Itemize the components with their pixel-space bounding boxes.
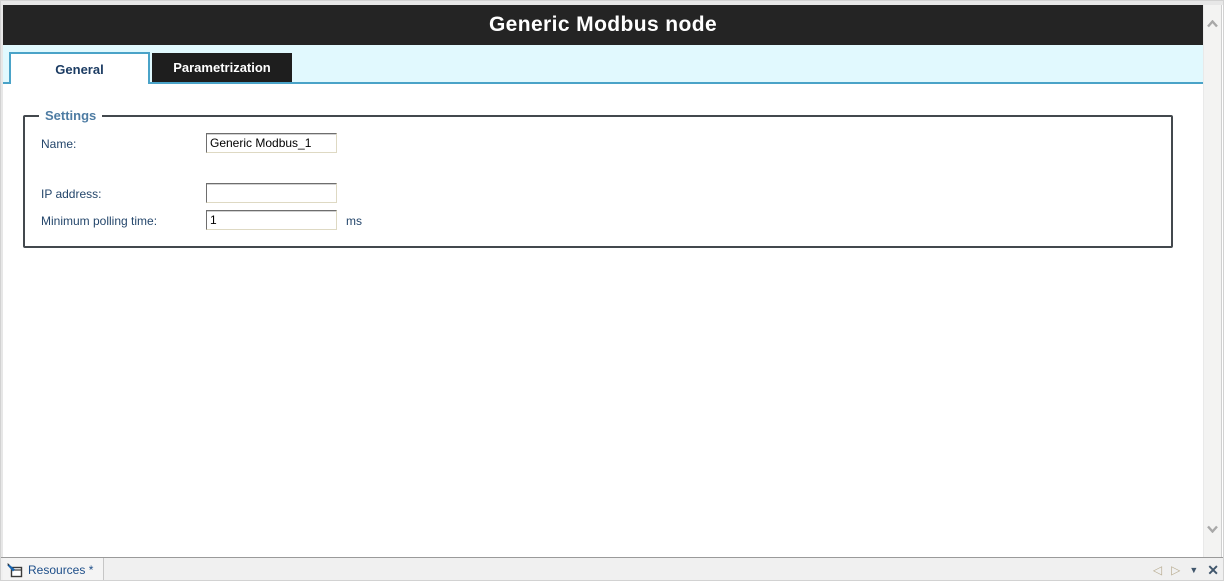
pane-titlebar: Generic Modbus node: [3, 5, 1203, 45]
name-label: Name:: [41, 137, 77, 151]
scroll-up-icon[interactable]: [1206, 20, 1219, 28]
page-title: Generic Modbus node: [488, 13, 718, 36]
resources-pen-window-icon: [7, 562, 23, 577]
scroll-down-icon[interactable]: [1206, 525, 1219, 533]
window-frame-left: [1, 5, 3, 557]
tab-strip-underline: [3, 82, 1203, 84]
dropdown-icon[interactable]: ▼: [1189, 564, 1199, 575]
tab-resources[interactable]: Resources *: [3, 558, 105, 580]
tab-general-label: General: [55, 61, 104, 77]
status-bar: Resources * ◁ ▷ ▼ ✕: [1, 557, 1223, 580]
resources-tab-label: Resources *: [28, 563, 94, 577]
ip-address-label: IP address:: [41, 187, 102, 201]
window-frame-top: [1, 1, 1223, 5]
min-polling-time-label: Minimum polling time:: [41, 214, 158, 228]
settings-legend: Settings: [39, 107, 103, 125]
settings-groupbox: Settings Name: IP address: Minimum polli…: [23, 107, 1173, 248]
name-input[interactable]: [206, 133, 337, 153]
min-polling-time-input[interactable]: [206, 210, 337, 230]
close-icon[interactable]: ✕: [1207, 562, 1219, 578]
general-tab-content: Settings Name: IP address: Minimum polli…: [3, 84, 1203, 557]
tab-parametrization-label: Parametrization: [173, 60, 271, 75]
min-polling-time-unit: ms: [346, 214, 362, 228]
tab-parametrization[interactable]: Parametrization: [152, 53, 292, 82]
ip-address-input[interactable]: [206, 183, 337, 203]
tab-general[interactable]: General: [9, 52, 150, 84]
nav-forward-icon[interactable]: ▷: [1171, 563, 1181, 577]
nav-back-icon[interactable]: ◁: [1152, 563, 1163, 577]
vertical-scrollbar[interactable]: [1203, 5, 1222, 557]
statusbar-nav-icons: ◁ ▷ ▼ ✕: [1152, 558, 1219, 580]
